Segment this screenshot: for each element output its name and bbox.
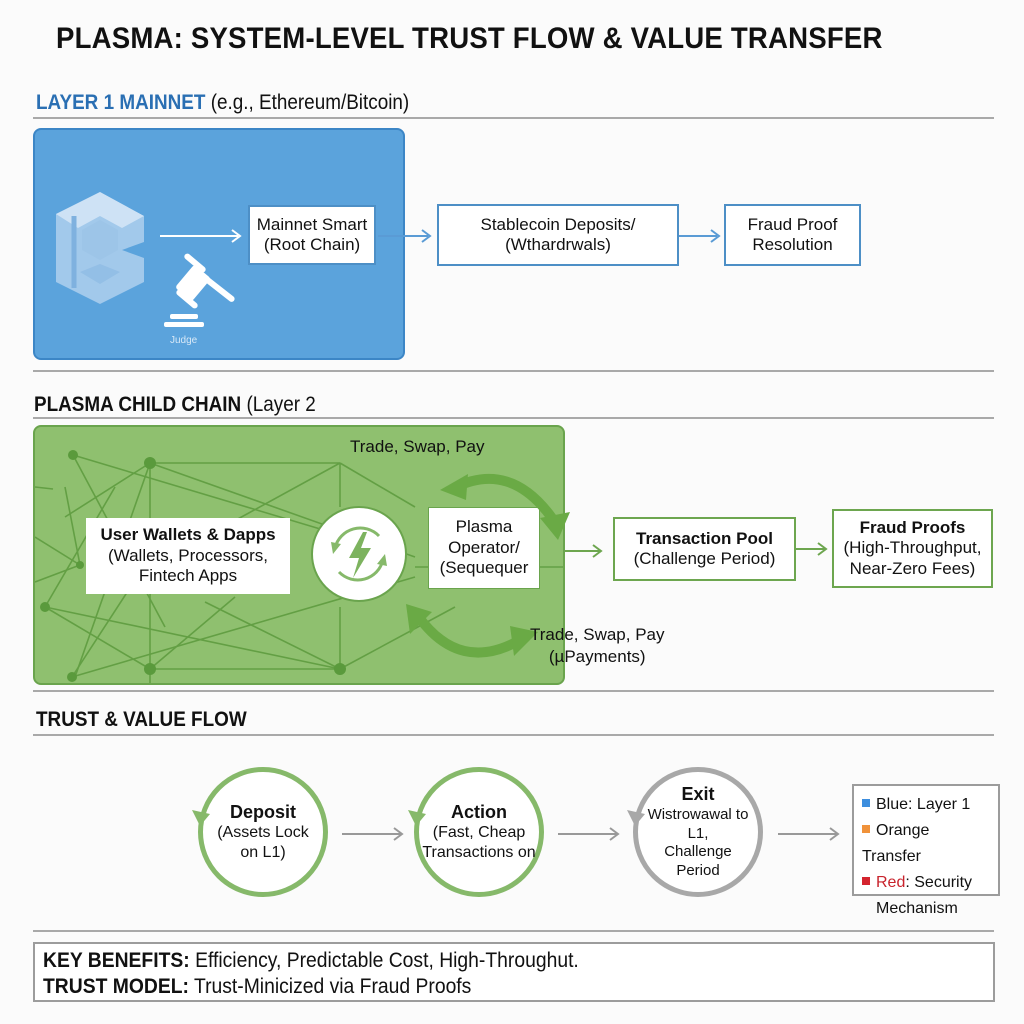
- flow-heading-text: TRUST & VALUE FLOW: [36, 708, 247, 731]
- flow-step-action[interactable]: Action (Fast, Cheap Transactions on: [414, 767, 544, 897]
- legend-swatch-red: [862, 876, 870, 885]
- arrow-right-icon: [565, 544, 603, 558]
- step-line: (Fast, Cheap: [432, 824, 526, 842]
- divider: [33, 690, 994, 692]
- lightning-refresh-icon: [331, 526, 387, 582]
- divider: [33, 930, 994, 932]
- gavel-icon: [164, 253, 235, 327]
- step-line: Transactions on: [422, 844, 536, 862]
- layer1-heading-bold: LAYER 1 MAINNET: [36, 91, 206, 114]
- label-line: Trade, Swap, Pay: [530, 625, 665, 644]
- box-line: (High-Throughput,: [843, 538, 982, 558]
- legend-item-orange: Orange Transfer: [862, 818, 990, 870]
- arrow-right-icon: [342, 827, 404, 841]
- box-line: Operator/: [448, 537, 520, 557]
- layer1-heading: LAYER 1 MAINNET (e.g., Ethereum/Bitcoin): [36, 91, 409, 115]
- arrow-right-icon: [378, 229, 432, 243]
- transaction-pool-box[interactable]: Transaction Pool (Challenge Period): [613, 517, 796, 581]
- circle-arrow-icon: [627, 810, 645, 826]
- arrow-right-icon: [778, 827, 840, 841]
- step-title: Action: [451, 801, 507, 822]
- trust-text: Trust-Minicized via Fraud Proofs: [188, 975, 472, 998]
- flow-heading: TRUST & VALUE FLOW: [36, 708, 247, 732]
- flow-step-deposit[interactable]: Deposit (Assets Lock on L1): [198, 767, 328, 897]
- legend-label-line2: Mechanism: [876, 900, 958, 917]
- user-wallets-dapps-box[interactable]: User Wallets & Dapps (Wallets, Processor…: [86, 518, 290, 594]
- box-title: Fraud Proofs: [859, 517, 966, 537]
- box-line: Plasma: [455, 517, 513, 537]
- legend-label-colored: Red: [876, 874, 906, 891]
- box-line: (Root Chain): [263, 235, 361, 254]
- trust-model-row: TRUST MODEL: Trust-Minicized via Fraud P…: [43, 974, 910, 1000]
- legend-label: Orange Transfer: [862, 822, 930, 865]
- arrow-right-icon: [679, 229, 721, 243]
- arrow-right-icon: [160, 229, 242, 243]
- box-line: (Wallets, Processors,: [108, 545, 268, 565]
- box-line: (Wthardrwals): [505, 235, 611, 254]
- trust-label: TRUST MODEL:: [43, 975, 189, 998]
- divider: [33, 734, 994, 736]
- blockchain-cube-icon: [56, 192, 144, 304]
- key-benefits-row: KEY BENEFITS: Efficiency, Predictable Co…: [43, 948, 910, 974]
- key-benefits-panel: KEY BENEFITS: Efficiency, Predictable Co…: [33, 942, 995, 1002]
- label-line: (µPayments): [548, 647, 646, 666]
- plasma-operator-box[interactable]: Plasma Operator/ (Sequequer: [428, 507, 540, 589]
- arrow-right-icon: [558, 827, 620, 841]
- box-line: Fintech Apps: [138, 566, 238, 586]
- box-title: Transaction Pool: [636, 528, 773, 548]
- circle-arrow-icon: [192, 810, 210, 826]
- curved-arrow-icon: [406, 604, 538, 658]
- legend-label: Blue: Layer 1: [876, 796, 971, 813]
- divider: [33, 417, 994, 419]
- divider: [33, 370, 994, 372]
- legend-item-blue: Blue: Layer 1: [862, 792, 990, 818]
- legend-label: : Security: [905, 874, 973, 891]
- benefits-label: KEY BENEFITS:: [43, 949, 190, 972]
- legend-swatch-orange: [862, 824, 870, 833]
- step-line: Period: [676, 862, 720, 879]
- network-mesh: [35, 450, 563, 683]
- trade-swap-pay-label-bottom: Trade, Swap, Pay (µPayments): [530, 624, 665, 668]
- legend-item-red: Red: Security: [862, 870, 990, 896]
- step-line: Challenge: [664, 843, 732, 861]
- diagram-title: PLASMA: SYSTEM-LEVEL TRUST FLOW & VALUE …: [56, 22, 883, 55]
- layer2-heading: PLASMA CHILD CHAIN (Layer 2: [34, 393, 316, 417]
- box-line: (Sequequer: [439, 558, 529, 578]
- circle-arrow-icon: [408, 810, 426, 826]
- box-line: Fraud Proof: [747, 214, 838, 234]
- legend-swatch-blue: [862, 798, 870, 807]
- arrow-right-icon: [796, 542, 828, 556]
- step-line: on L1): [240, 844, 286, 862]
- step-title: Deposit: [229, 801, 296, 822]
- box-line: Near-Zero Fees): [849, 558, 976, 578]
- fraud-proof-resolution-box[interactable]: Fraud Proof Resolution: [724, 204, 861, 266]
- layer2-heading-bold: PLASMA CHILD CHAIN: [34, 393, 242, 416]
- curved-arrow-icon: [440, 473, 570, 540]
- box-line: Resolution: [752, 235, 833, 254]
- step-line: (Assets Lock: [217, 824, 309, 842]
- fraud-proofs-box[interactable]: Fraud Proofs (High-Throughput, Near-Zero…: [832, 509, 993, 588]
- step-line: Wistrowawal to L1,: [647, 805, 749, 842]
- box-line: (Challenge Period): [633, 549, 776, 568]
- box-line: Stablecoin Deposits/: [480, 214, 636, 234]
- flow-step-exit[interactable]: Exit Wistrowawal to L1, Challenge Period: [633, 767, 763, 897]
- benefits-text: Efficiency, Predictable Cost, High-Throu…: [189, 949, 579, 972]
- box-title: User Wallets & Dapps: [100, 525, 276, 545]
- judge-label: Judge: [170, 335, 198, 346]
- trade-swap-pay-label-top: Trade, Swap, Pay: [350, 437, 485, 456]
- operator-hub[interactable]: [311, 506, 407, 602]
- divider: [33, 117, 994, 119]
- mainnet-smart-contract-box[interactable]: Mainnet Smart (Root Chain): [248, 205, 376, 265]
- step-title: Exit: [681, 784, 715, 805]
- legend: Blue: Layer 1 Orange Transfer Red: Secur…: [852, 784, 1000, 917]
- layer2-heading-rest: (Layer 2: [241, 393, 316, 416]
- box-line: Mainnet Smart: [256, 214, 368, 234]
- stablecoin-deposits-box[interactable]: Stablecoin Deposits/ (Wthardrwals): [437, 204, 679, 266]
- layer1-heading-rest: (e.g., Ethereum/Bitcoin): [205, 91, 410, 114]
